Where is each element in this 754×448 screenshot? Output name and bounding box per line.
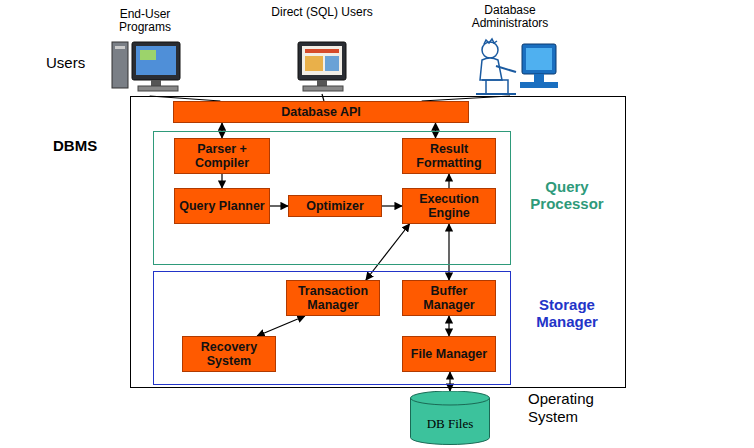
group-heading: Storage Manager	[522, 296, 612, 330]
component-label: Result Formatting	[407, 142, 491, 170]
flow-arrow	[448, 174, 449, 188]
component-label: Optimizer	[306, 199, 364, 213]
user-label: End-User Programs	[98, 8, 192, 34]
computer-icon	[112, 42, 180, 91]
component-label: Recovery System	[187, 340, 271, 368]
system-heading: DBMS	[53, 137, 97, 154]
component-group: Query ProcessorParser + CompilerResult F…	[153, 131, 511, 265]
component-group: Storage ManagerTransaction ManagerBuffer…	[153, 271, 511, 385]
process-box: Transaction Manager	[286, 280, 380, 316]
user-label: Database Administrators	[458, 4, 562, 30]
user-label: Database Administrators	[458, 4, 562, 96]
component-label: Execution Engine	[407, 192, 491, 220]
process-box: Database API	[173, 101, 469, 123]
flow-arrow	[449, 372, 450, 391]
process-box: Query Planner	[174, 188, 270, 224]
administrator-icon	[476, 39, 558, 94]
database-label: DB Files	[422, 416, 478, 431]
component-label: Transaction Manager	[291, 284, 375, 312]
system-boundary: DBMSQuery ProcessorParser + CompilerResu…	[130, 96, 626, 388]
process-box: Execution Engine	[402, 188, 496, 224]
database-cylinder: DB Files	[410, 391, 490, 445]
process-box: File Manager	[402, 336, 496, 372]
component-label: Database API	[281, 105, 360, 119]
process-box: Buffer Manager	[402, 280, 496, 316]
process-box: Optimizer	[288, 195, 382, 217]
user-label: Direct (SQL) Users	[270, 6, 374, 19]
component-label: Parser + Compiler	[179, 142, 265, 170]
user-label: Direct (SQL) Users	[270, 6, 374, 94]
computer-icon	[298, 42, 346, 91]
flow-arrow	[448, 316, 449, 336]
user-label: End-User Programs	[98, 8, 192, 96]
process-box: Recovery System	[182, 336, 276, 372]
flow-arrow	[257, 316, 305, 336]
flow-arrow	[270, 205, 288, 206]
flow-arrow	[221, 174, 222, 188]
group-heading: Query Processor	[522, 178, 612, 212]
process-box: Parser + Compiler	[174, 138, 270, 174]
flow-arrow	[382, 205, 402, 206]
process-box: Result Formatting	[402, 138, 496, 174]
group-label: Users	[46, 54, 106, 72]
component-label: Query Planner	[179, 199, 264, 213]
layer-label: Operating System	[528, 390, 628, 426]
component-label: File Manager	[411, 347, 487, 361]
component-label: Buffer Manager	[407, 284, 491, 312]
